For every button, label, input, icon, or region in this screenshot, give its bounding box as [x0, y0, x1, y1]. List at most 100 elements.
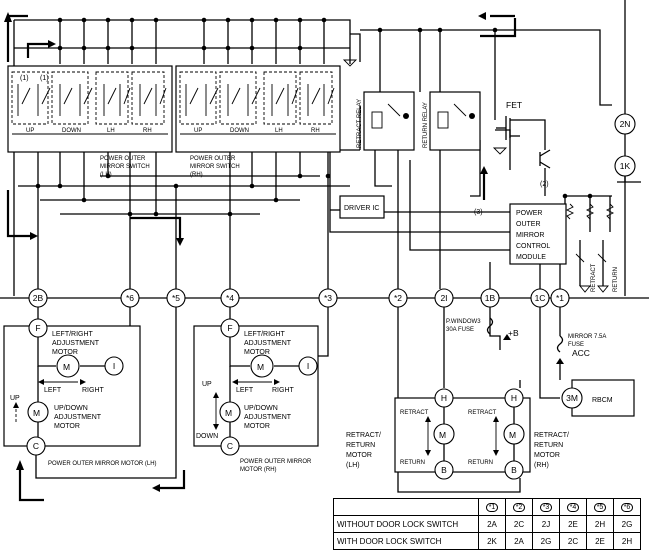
- motor-lh-ud-2: ADJUSTMENT: [54, 414, 102, 421]
- motor-lh-lr-m: M: [63, 362, 70, 372]
- table-cell: 2C: [559, 532, 587, 550]
- table-cell: 2J: [532, 515, 560, 533]
- svg-text:C: C: [227, 441, 233, 451]
- motor-lh-up: UP: [10, 395, 20, 402]
- row-label: WITHOUT DOOR LOCK SWITCH: [333, 515, 479, 533]
- header-cell: *1: [485, 503, 499, 512]
- motor-rh-lr-1: LEFT/RIGHT: [244, 331, 286, 338]
- svg-text:*6: *6: [126, 293, 134, 303]
- motor-rh-up: UP: [202, 381, 212, 388]
- svg-text:1K: 1K: [620, 161, 631, 171]
- connector-1C: 1C: [530, 288, 550, 308]
- connector-2I: 2I: [434, 288, 454, 308]
- current-flow-arrows: [4, 12, 517, 502]
- motor-rh-ud-1: UP/DOWN: [244, 405, 278, 412]
- connector-star3: *3: [318, 288, 338, 308]
- svg-text:*5: *5: [172, 293, 180, 303]
- switch-rh-caption-2: MIRROR SWITCH: [190, 164, 240, 170]
- mirror-fuse-1: MIRROR 7.5A: [568, 334, 606, 340]
- rm-lh-m: M: [439, 430, 446, 440]
- rm-lh-cap-4: (LH): [346, 462, 360, 469]
- limit-switch-return-label: RETURN: [613, 267, 619, 292]
- mirror-fuse-2: FUSE: [568, 342, 584, 348]
- pwindow-fuse-1: P.WINDOW3: [446, 319, 481, 325]
- motor-lh: F I C M M LEFT/RIGHT ADJUSTMENT MOTOR LE…: [3, 318, 157, 467]
- switch-lh-down-label: DOWN: [62, 128, 81, 134]
- svg-text:*3: *3: [324, 293, 332, 303]
- motor-rh-ud-3: MOTOR: [244, 423, 270, 430]
- motor-lh-term-i: I: [104, 356, 124, 376]
- table-cell: 2H: [613, 532, 641, 550]
- module-line-3: MIRROR: [516, 232, 544, 239]
- connector-star4: *4: [220, 288, 240, 308]
- svg-text:H: H: [441, 393, 447, 403]
- motor-rh-ud-2: ADJUSTMENT: [244, 414, 292, 421]
- rbcm-label: RBCM: [592, 397, 613, 404]
- header-cell: *3: [539, 503, 553, 512]
- plus-b-label: +B: [508, 328, 519, 338]
- switch-rh-lh-label: LH: [275, 128, 283, 134]
- connector-2N: 2N: [614, 113, 636, 135]
- motor-lh-left: LEFT: [44, 387, 62, 394]
- switch-lh: UP DOWN LH RH (1) (1) POWER OUTER MIRROR…: [7, 65, 173, 178]
- switch-lh-lh-label: LH: [107, 128, 115, 134]
- svg-text:1B: 1B: [485, 293, 496, 303]
- rm-lh-cap-2: RETURN: [346, 442, 375, 449]
- connector-table: *1 *2 *3 *4 *5 *6 WITHOUT DOOR LOCK SWIT…: [333, 498, 641, 550]
- motor-rh-down: DOWN: [196, 433, 218, 440]
- table-cell: 2A: [505, 532, 533, 550]
- motor-lh-ud-3: MOTOR: [54, 423, 80, 430]
- connector-star5: *5: [166, 288, 186, 308]
- pwindow-fuse-2: 30A FUSE: [446, 327, 474, 333]
- svg-text:H: H: [511, 393, 517, 403]
- switch-rh-rh-label: RH: [311, 128, 320, 134]
- connector-star2: *2: [388, 288, 408, 308]
- module-line-4: CONTROL: [516, 243, 550, 250]
- switch-rh-caption-1: POWER OUTER: [190, 156, 236, 162]
- motor-lh-term-f: F: [28, 318, 48, 338]
- svg-text:B: B: [511, 465, 517, 475]
- mark-2: (2): [540, 181, 549, 188]
- motor-rh-ud-m: M: [225, 408, 232, 418]
- svg-text:1C: 1C: [535, 293, 546, 303]
- rm-rh-cap-4: (RH): [534, 462, 549, 469]
- table-cell: 2E: [586, 532, 614, 550]
- motor-lh-caption: POWER OUTER MIRROR MOTOR (LH): [48, 461, 157, 467]
- fet-label: FET: [506, 100, 522, 110]
- switch-lh-caption-3: (LH): [100, 172, 112, 178]
- switch-lh-caption-1: POWER OUTER: [100, 156, 146, 162]
- table-cell: 2C: [505, 515, 533, 533]
- return-motor-section: H B H B M M RETRACT RETURN RETRACT RETUR…: [346, 388, 569, 480]
- switch-lh-caption-2: MIRROR SWITCH: [100, 164, 150, 170]
- rm-lh-return: RETURN: [400, 460, 425, 466]
- switch-rh-down-label: DOWN: [230, 128, 249, 134]
- motor-rh-caption-1: POWER OUTER MIRROR: [240, 459, 312, 465]
- connector-nodes: 2B *6 *5 *4 *3 *2 2I 1B 1C *1 2N 1K: [28, 113, 636, 308]
- module-line-2: OUTER: [516, 221, 541, 228]
- table-cell: 2A: [478, 515, 506, 533]
- limit-switch-retract-label: RETRACT: [591, 263, 597, 292]
- rm-lh-cap-1: RETRACT/: [346, 432, 381, 439]
- module-line-1: POWER: [516, 210, 542, 217]
- acc-label: ACC: [572, 348, 590, 358]
- svg-text:2I: 2I: [440, 293, 447, 303]
- header-cell: *6: [620, 503, 634, 512]
- switch-lh-rh-label: RH: [143, 128, 152, 134]
- header-cell: *5: [593, 503, 607, 512]
- mark-1-left: (1): [20, 75, 29, 82]
- rm-lh-term-h: H: [434, 388, 454, 408]
- motor-rh-term-c: C: [220, 436, 240, 456]
- connector-2B: 2B: [28, 288, 48, 308]
- rm-lh-cap-3: MOTOR: [346, 452, 372, 459]
- motor-lh-ud-m: M: [33, 408, 40, 418]
- rm-rh-m: M: [509, 430, 516, 440]
- rm-rh-return: RETURN: [468, 460, 493, 466]
- module-line-5: MODULE: [516, 254, 546, 261]
- switch-rh-caption-3: (RH): [190, 172, 203, 178]
- table-cell: 2E: [559, 515, 587, 533]
- motor-lh-term-c: C: [26, 436, 46, 456]
- svg-text:B: B: [441, 465, 447, 475]
- connector-table-corner: [333, 498, 479, 516]
- connector-1B: 1B: [480, 288, 500, 308]
